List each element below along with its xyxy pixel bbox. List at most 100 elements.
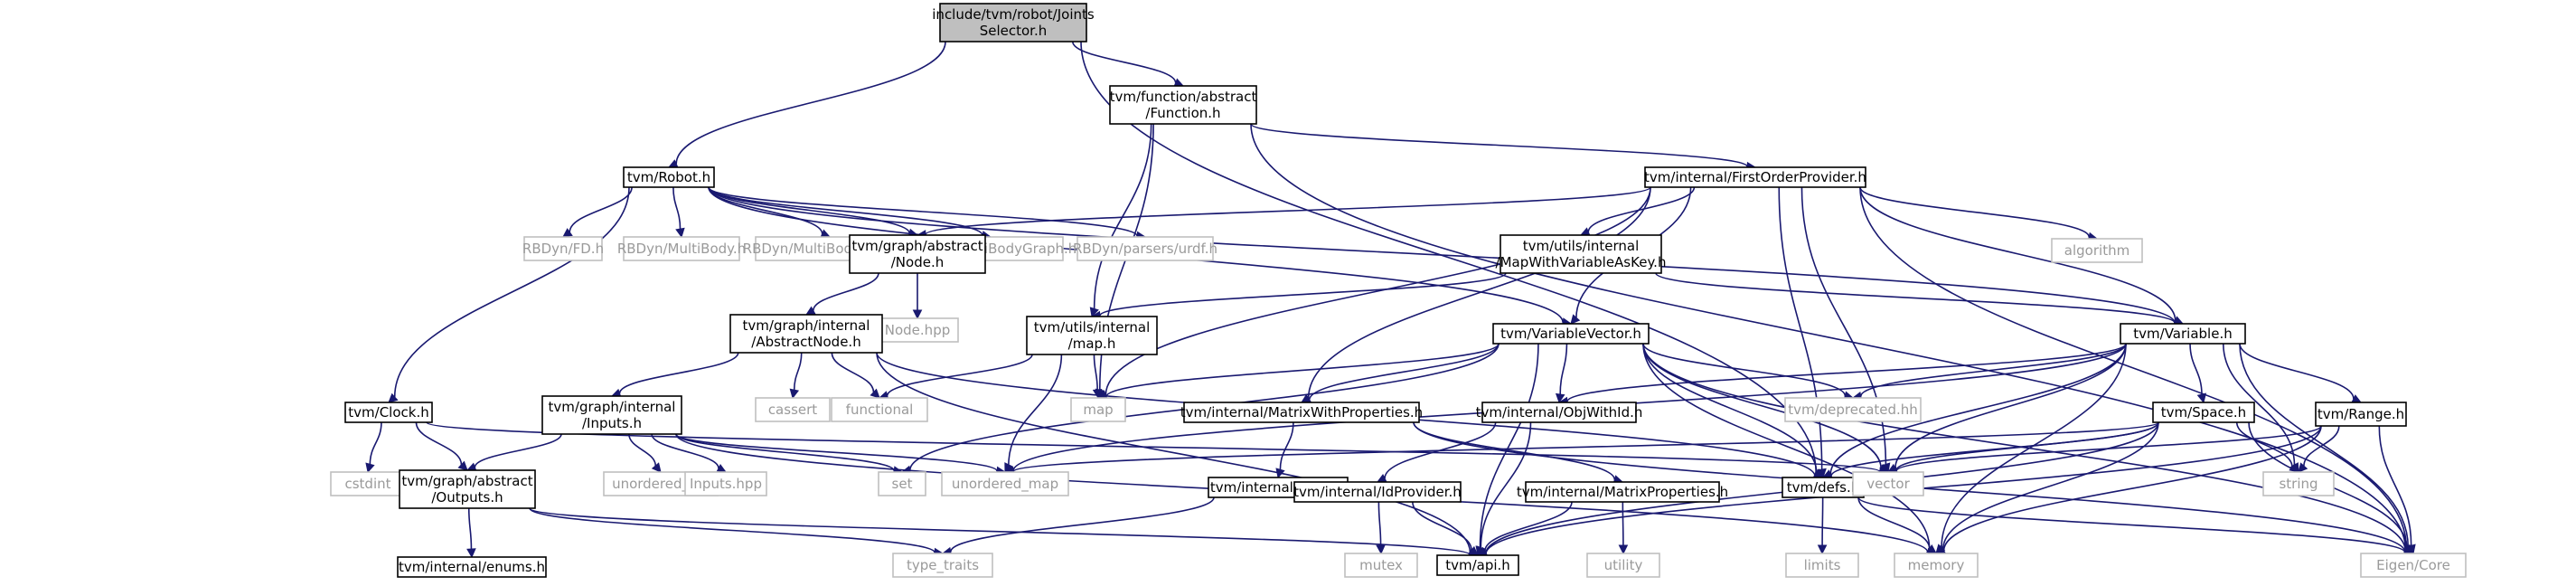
node-outputs[interactable]: tvm/graph/abstract/Outputs.h (399, 469, 536, 509)
edge-fop-to-vector (1800, 186, 1891, 474)
edge-line (1479, 343, 1539, 548)
edge-line (1250, 123, 2407, 551)
node-box (2262, 471, 2335, 496)
node-label: tvm/function/abstract (1110, 89, 1257, 105)
edge-absnode-to-cassert (789, 352, 803, 400)
edge-outputs-to-api (529, 507, 1480, 560)
node-label: map (1083, 402, 1113, 418)
node-label: algorithm (2064, 242, 2129, 259)
node-box (1525, 481, 1720, 503)
node-label: /Node.h (891, 254, 944, 270)
node-label: memory (1908, 557, 1965, 573)
edge-fop-to-algorithm (1859, 186, 2099, 242)
node-maph[interactable]: tvm/utils/internal/map.h (1026, 316, 1158, 355)
node-rbfd: RBDyn/FD.h (522, 236, 604, 261)
node-label: tvm/graph/abstract (851, 238, 982, 254)
node-box (523, 236, 603, 261)
edge-absnode-to-inputs (610, 352, 739, 398)
node-set: set (878, 471, 926, 496)
node-func[interactable]: tvm/function/abstract/Function.h (1109, 85, 1257, 125)
edge-fop-to-map (1096, 186, 1651, 400)
node-label: functional (846, 402, 914, 418)
node-mutex: mutex (1344, 553, 1418, 578)
node-label: string (2279, 476, 2317, 492)
node-robot[interactable]: tvm/Robot.h (623, 166, 715, 188)
node-label: /AbstractNode.h (751, 334, 860, 350)
edge-line (672, 186, 682, 230)
edge-inputs-to-uset (628, 433, 662, 473)
edge-defs-to-limits (1817, 496, 1828, 555)
node-defs[interactable]: tvm/defs.h (1782, 477, 1865, 498)
node-label: /Inputs.h (582, 415, 642, 431)
node-label: /MapWithVariableAsKey.h (1496, 254, 1667, 270)
node-box (1026, 316, 1158, 355)
edge-line (1860, 343, 2127, 397)
edge-line (1093, 123, 1152, 309)
node-objwithid[interactable]: tvm/internal/ObjWithId.h (1476, 402, 1643, 423)
edge-line (569, 186, 633, 232)
node-box (2152, 402, 2255, 423)
edge-line (529, 507, 935, 553)
arrowhead-icon (1570, 314, 1581, 325)
node-utility: utility (1586, 553, 1660, 578)
edge-line (886, 354, 1033, 396)
edge-line (2378, 425, 2412, 546)
node-api[interactable]: tvm/api.h (1436, 554, 1519, 576)
edge-clock-to-cstdint (365, 421, 382, 474)
node-map: map (1070, 397, 1126, 422)
node-node[interactable]: tvm/graph/abstract/Node.h (849, 234, 986, 274)
edge-line (628, 433, 657, 467)
node-mwp[interactable]: tvm/internal/MatrixWithProperties.h (1180, 402, 1423, 423)
edge-matprops-to-api (1477, 501, 1573, 556)
node-clock[interactable]: tvm/Clock.h (344, 402, 433, 423)
arrowhead-icon (675, 227, 685, 239)
node-enums[interactable]: tvm/internal/enums.h (397, 556, 547, 578)
edge-line (1484, 501, 1573, 552)
node-space[interactable]: tvm/Space.h (2152, 402, 2255, 423)
node-box (876, 317, 959, 343)
edge-line (1895, 425, 2322, 472)
edge-line (1642, 343, 1931, 549)
node-inputs[interactable]: tvm/graph/internal/Inputs.h (541, 395, 682, 435)
node-box (939, 3, 1087, 43)
node-label: cassert (768, 402, 817, 418)
edge-varvec-to-mwp (1300, 343, 1500, 405)
node-absnode[interactable]: tvm/graph/internal/AbstractNode.h (729, 314, 883, 354)
node-label: tvm/internal/ObjWithId.h (1476, 404, 1643, 421)
node-label: unordered_map (952, 476, 1058, 493)
node-fop[interactable]: tvm/internal/FirstOrderProvider.h (1644, 166, 1866, 188)
node-range[interactable]: tvm/Range.h (2315, 402, 2407, 427)
edge-space-to-memory (1935, 421, 2159, 554)
edge-line (1942, 425, 2322, 552)
node-idprov[interactable]: tvm/internal/IdProvider.h (1293, 481, 1462, 503)
edge-variable-to-space (2189, 343, 2207, 404)
edge-varvec-to-objwithid (1555, 343, 1568, 404)
node-box (1784, 397, 1922, 422)
node-nodehpp: Node.hpp (876, 317, 959, 343)
edge-line (1642, 343, 1847, 397)
node-mapkey[interactable]: tvm/utils/internal/MapWithVariableAsKey.… (1496, 234, 1667, 274)
node-label: tvm/utils/internal (1523, 238, 1640, 254)
node-variable[interactable]: tvm/Variable.h (2120, 323, 2246, 345)
node-matprops[interactable]: tvm/internal/MatrixProperties.h (1517, 481, 1728, 503)
node-functional: functional (831, 397, 928, 422)
arrowhead-icon (2196, 392, 2207, 404)
node-memory: memory (1894, 553, 1979, 578)
edge-absnode-to-functional (831, 352, 880, 399)
edge-line (1008, 354, 1063, 465)
edge-range-to-vector (1886, 425, 2322, 477)
edge-line (1642, 343, 1818, 473)
arrowhead-icon (912, 309, 923, 320)
node-box (755, 397, 831, 422)
node-rburdf: RBDyn/parsers/urdf.h (1073, 236, 1217, 261)
node-label: tvm/defs.h (1787, 479, 1860, 496)
node-label: set (892, 476, 913, 492)
node-cstdint: cstdint (330, 471, 406, 496)
edge-line (876, 352, 1471, 553)
node-box (2315, 402, 2407, 427)
node-varvec[interactable]: tvm/VariableVector.h (1492, 323, 1650, 345)
edge-range-to-string (2298, 425, 2340, 473)
edge-line (1622, 501, 1624, 546)
edge-root-to-func (1072, 41, 1185, 88)
